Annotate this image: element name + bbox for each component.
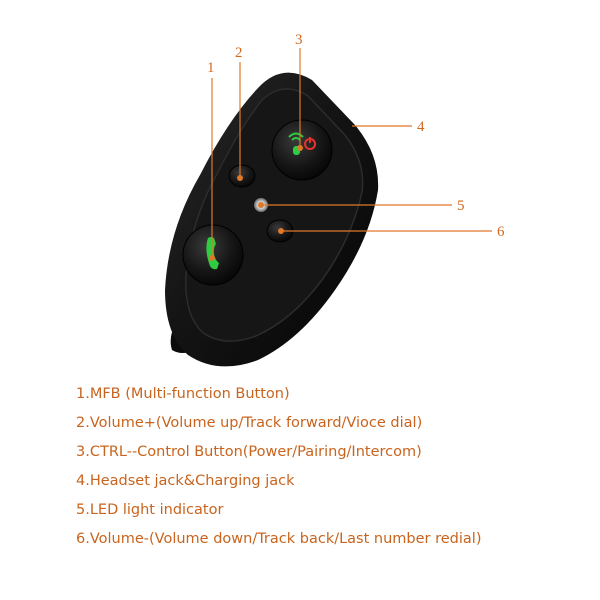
phone-icon [206,237,219,270]
leader-dot-3 [297,145,303,151]
leader-dots [209,145,303,261]
legend-list: 1.MFB (Multi-function Button) 2.Volume+(… [76,380,481,554]
callout-number-5: 5 [457,198,465,214]
mfb-button[interactable] [182,224,244,286]
callout-number-3: 3 [295,32,303,48]
callout-number-4: 4 [417,119,425,135]
callout-number-1: 1 [207,60,215,76]
leader-dot-6 [278,228,284,234]
leader-dot-1 [209,255,215,261]
leader-dot-2 [237,175,243,181]
legend-item-volume-down: 6.Volume-(Volume down/Track back/Last nu… [76,531,482,547]
callout-number-6: 6 [497,224,505,240]
legend-item-volume-up: 2.Volume+(Volume up/Track forward/Vioce … [76,415,423,431]
callout-number-2: 2 [235,45,243,61]
leader-dot-5 [258,202,264,208]
legend-item-ctrl: 3.CTRL--Control Button(Power/Pairing/Int… [76,444,422,460]
legend-item-headset-jack: 4.Headset jack&Charging jack [76,473,295,489]
device-diagram: 1 2 3 4 5 6 [165,32,505,367]
legend-item-led: 5.LED light indicator [76,502,224,518]
leader-lines [211,48,492,258]
legend-item-mfb: 1.MFB (Multi-function Button) [76,386,290,402]
